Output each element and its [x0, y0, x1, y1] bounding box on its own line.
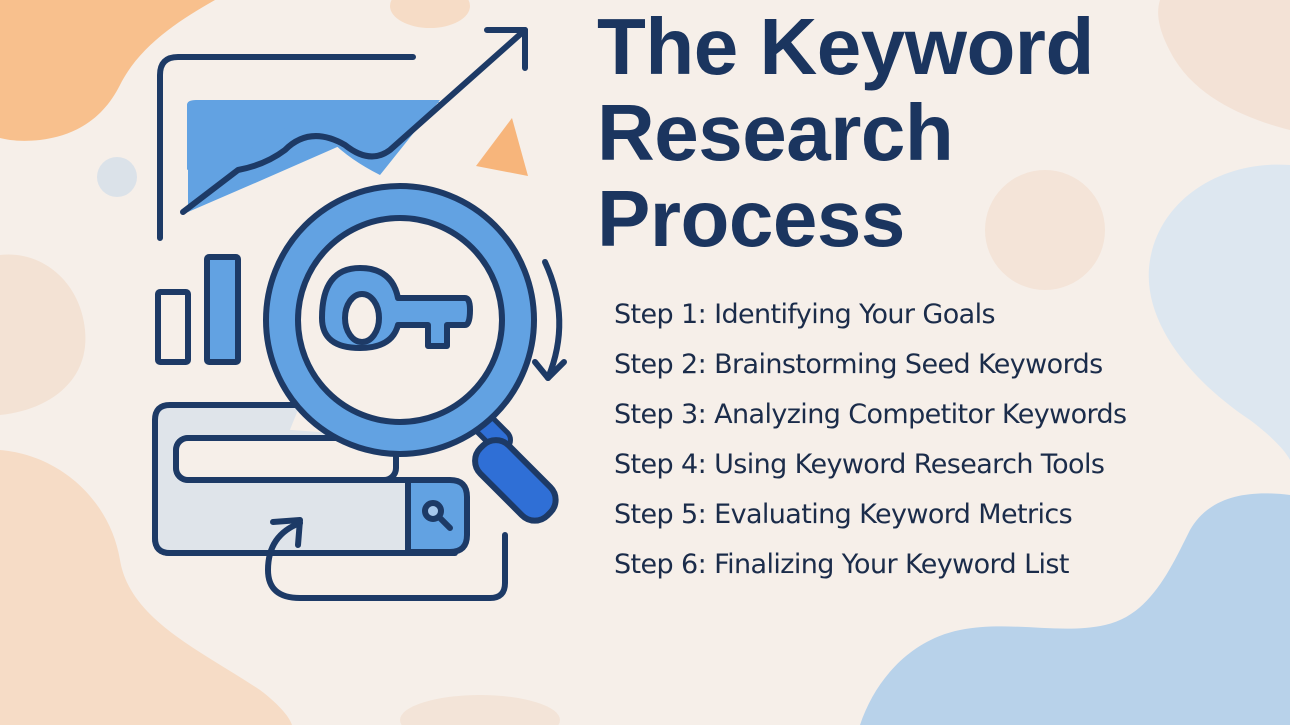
bar-chart-icon [155, 254, 241, 365]
peach-blob-left-mid [0, 254, 86, 415]
steps-list: Step 1: Identifying Your Goals Step 2: B… [614, 290, 1127, 590]
curved-arrow-icon [542, 259, 563, 381]
refresh-arrow-icon [265, 517, 508, 601]
peach-blob-bottom-left [0, 450, 292, 725]
step-item: Step 4: Using Keyword Research Tools [614, 449, 1105, 480]
peach-blob-top-left [0, 0, 215, 141]
key-icon [319, 265, 473, 351]
step-item: Step 6: Finalizing Your Keyword List [614, 549, 1069, 580]
orange-triangle-icon [476, 118, 528, 176]
grey-dot [97, 157, 137, 197]
trend-chart-icon [157, 27, 528, 241]
peach-circle-right [985, 170, 1105, 290]
title-line-3: Process [597, 174, 905, 263]
title-line-1: The Keyword [597, 2, 1094, 91]
step-item: Step 5: Evaluating Keyword Metrics [614, 499, 1073, 530]
blue-blob-bottom-right [860, 493, 1290, 725]
peach-blob-top-center [390, 0, 470, 28]
step-item: Step 3: Analyzing Competitor Keywords [614, 399, 1127, 430]
page-title: The Keyword Research Process [597, 4, 1094, 262]
title-line-2: Research [597, 88, 954, 177]
step-item: Step 1: Identifying Your Goals [614, 299, 996, 330]
step-item: Step 2: Brainstorming Seed Keywords [614, 349, 1103, 380]
blue-blob-right [1148, 164, 1290, 460]
search-bar-icon [152, 402, 470, 556]
faint-blob-bottom-center [400, 695, 560, 725]
peach-blob-top-right [1158, 0, 1290, 130]
keyword-research-illustration [152, 27, 567, 601]
